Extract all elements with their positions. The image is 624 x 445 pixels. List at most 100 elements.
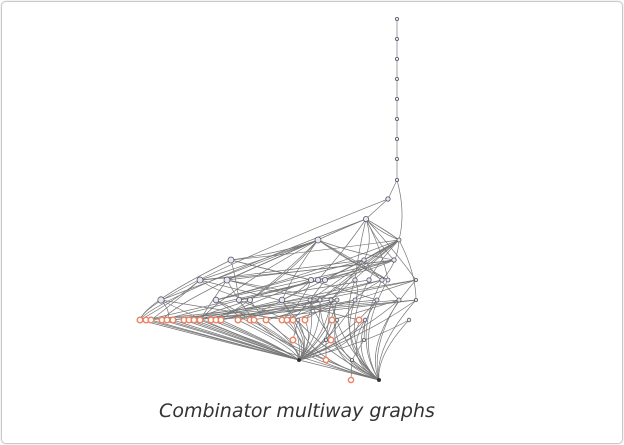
graph-edge [363, 319, 366, 341]
graph-node [394, 77, 399, 82]
graph-edge [365, 279, 383, 381]
graph-edge [375, 279, 417, 381]
graph-edge [298, 299, 321, 361]
graph-edge [230, 239, 319, 261]
graph-edge [215, 319, 300, 361]
graph-edge [281, 239, 319, 301]
graph-node [328, 297, 334, 303]
graph-node [379, 277, 385, 283]
graph-node [366, 277, 372, 283]
graph-edge [356, 319, 380, 381]
graph-edge [286, 319, 303, 361]
graph-edge [193, 299, 283, 321]
graph-edge [330, 239, 400, 301]
graph-edge [139, 259, 232, 321]
graph-node [227, 256, 235, 264]
terminal-node [163, 316, 171, 324]
graph-node [314, 236, 322, 244]
graph-edge [199, 239, 319, 281]
graph-node [394, 97, 399, 102]
graph-edge [298, 319, 338, 361]
graph-node [385, 196, 391, 202]
graph-edge [325, 299, 332, 341]
graph-edge [387, 179, 398, 200]
terminal-node [289, 336, 297, 344]
terminal-node [136, 316, 144, 324]
graph-edge [365, 218, 389, 281]
graph-node [394, 136, 399, 141]
graph-node [413, 277, 418, 282]
graph-edge [363, 218, 370, 261]
graph-node [314, 276, 321, 283]
graph-node [394, 16, 399, 21]
terminal-node [250, 316, 258, 324]
graph-edge [199, 239, 319, 321]
graph-edge [354, 218, 367, 281]
graph-node [235, 296, 242, 303]
graph-node [361, 257, 367, 263]
graph-node [323, 337, 328, 342]
graph-node [212, 296, 220, 304]
graph-edge [396, 179, 403, 241]
graph-edge [220, 319, 300, 361]
graph-edge [150, 319, 300, 361]
graph-edge [199, 319, 300, 361]
graph-node [362, 317, 368, 323]
graph-node [396, 297, 402, 303]
graph-node [394, 117, 399, 122]
graph-edge [317, 239, 395, 261]
terminal-node [234, 316, 242, 324]
terminal-node [217, 316, 225, 324]
graph-edge [265, 299, 338, 321]
graph-node [352, 277, 358, 283]
graph-edge [368, 239, 400, 281]
graph-edge [281, 239, 400, 301]
graph-edge [281, 299, 380, 381]
graph-edge [145, 279, 319, 321]
graph-node [307, 297, 313, 303]
graph-node [385, 277, 391, 283]
graph-node [334, 317, 340, 323]
graph-node [391, 257, 397, 263]
graph-edge [230, 259, 312, 281]
graph-edge [172, 319, 300, 361]
graph-edge [398, 239, 417, 301]
graph-edge [215, 299, 332, 321]
graph-edge [297, 319, 380, 381]
graph-node [362, 215, 369, 222]
terminal-node [322, 356, 330, 364]
graph-node [413, 297, 418, 302]
graph-edge [298, 299, 338, 361]
graph-edge [238, 299, 380, 381]
terminal-node [262, 316, 270, 324]
figure-caption: Combinator multiway graphs [159, 400, 435, 422]
graph-node [295, 317, 301, 323]
graph-node [394, 37, 399, 42]
graph-node [394, 156, 399, 161]
graph-node [157, 296, 165, 304]
graph-edge [365, 218, 400, 241]
graph-edge [298, 299, 400, 361]
graph-edge [351, 359, 380, 381]
graph-edge [376, 299, 400, 381]
graph-node [196, 276, 204, 284]
graph-edge [249, 299, 380, 381]
graph-node [394, 57, 399, 62]
graph-edge [368, 279, 389, 381]
graph-edge [334, 319, 380, 381]
graph-edge [298, 319, 410, 361]
graph-edge [188, 319, 300, 361]
graph-edge [215, 239, 400, 301]
graph-edge [215, 299, 356, 321]
graph-edge [161, 239, 319, 321]
graph-edge [317, 239, 383, 281]
graph-node [361, 337, 366, 342]
graph-node [317, 297, 323, 303]
graph-node [396, 237, 402, 243]
terminal-node [147, 316, 155, 324]
graph-edge [333, 299, 380, 381]
graph-edge [317, 239, 389, 281]
graph-edge [365, 218, 417, 281]
graph-edge [298, 359, 380, 381]
